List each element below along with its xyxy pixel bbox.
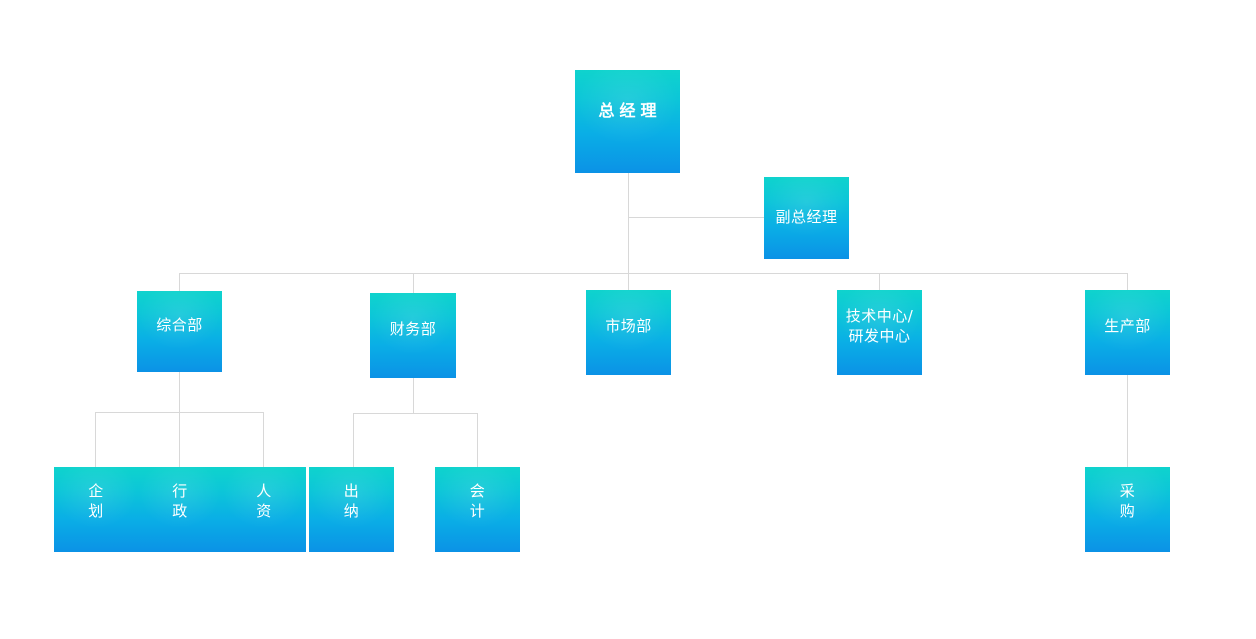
node-marketing-department-label: 市场部 [605,316,652,335]
connector-general-affairs-stem [179,372,180,412]
connector-drop-finance [413,273,414,293]
node-human-resources-label: 人 资 [256,482,272,520]
node-deputy-general-manager[interactable]: 副总经理 [764,177,849,259]
node-procurement[interactable]: 采 购 [1085,467,1170,552]
node-technology-center[interactable]: 技术中心/ 研发中心 [837,290,922,375]
node-cashier[interactable]: 出 纳 [309,467,394,552]
connector-finance-stem [413,378,414,413]
node-general-manager[interactable]: 总经理 [575,70,680,173]
node-production-department-label: 生产部 [1104,316,1151,335]
connector-drop-marketing [628,273,629,290]
connector-drop-procurement [1127,375,1128,467]
connector-drop-human-resources [263,412,264,467]
node-general-affairs-department-label: 综合部 [156,315,203,334]
connector-drop-general-affairs [179,273,180,291]
connector-drop-accounting [477,413,478,467]
connector-deputy [628,217,764,218]
node-accounting[interactable]: 会 计 [435,467,520,552]
connector-drop-cashier [353,413,354,467]
connector-drop-production [1127,273,1128,290]
connector-department-bus [179,273,1128,274]
node-administration-label: 行 政 [172,482,188,520]
node-deputy-general-manager-label: 副总经理 [775,208,838,227]
connector-drop-administration [179,412,180,467]
node-planning[interactable]: 企 划 [54,467,138,552]
node-production-department[interactable]: 生产部 [1085,290,1170,375]
connector-root-trunk [628,173,629,273]
node-technology-center-label: 技术中心/ 研发中心 [845,307,914,345]
node-human-resources[interactable]: 人 资 [222,467,306,552]
node-accounting-label: 会 计 [469,482,486,520]
node-procurement-label: 采 购 [1119,482,1136,520]
node-general-manager-label: 总经理 [598,101,662,121]
node-finance-department-label: 财务部 [389,319,437,338]
node-cashier-label: 出 纳 [343,482,360,520]
connector-drop-planning [95,412,96,467]
general-affairs-children-group: 企 划 行 政 人 资 [54,467,306,552]
node-administration[interactable]: 行 政 [138,467,222,552]
node-general-affairs-department[interactable]: 综合部 [137,291,222,372]
node-finance-department[interactable]: 财务部 [370,293,456,378]
connector-finance-bus [353,413,478,414]
node-marketing-department[interactable]: 市场部 [586,290,671,375]
node-planning-label: 企 划 [88,482,104,520]
connector-drop-tech-center [879,273,880,290]
